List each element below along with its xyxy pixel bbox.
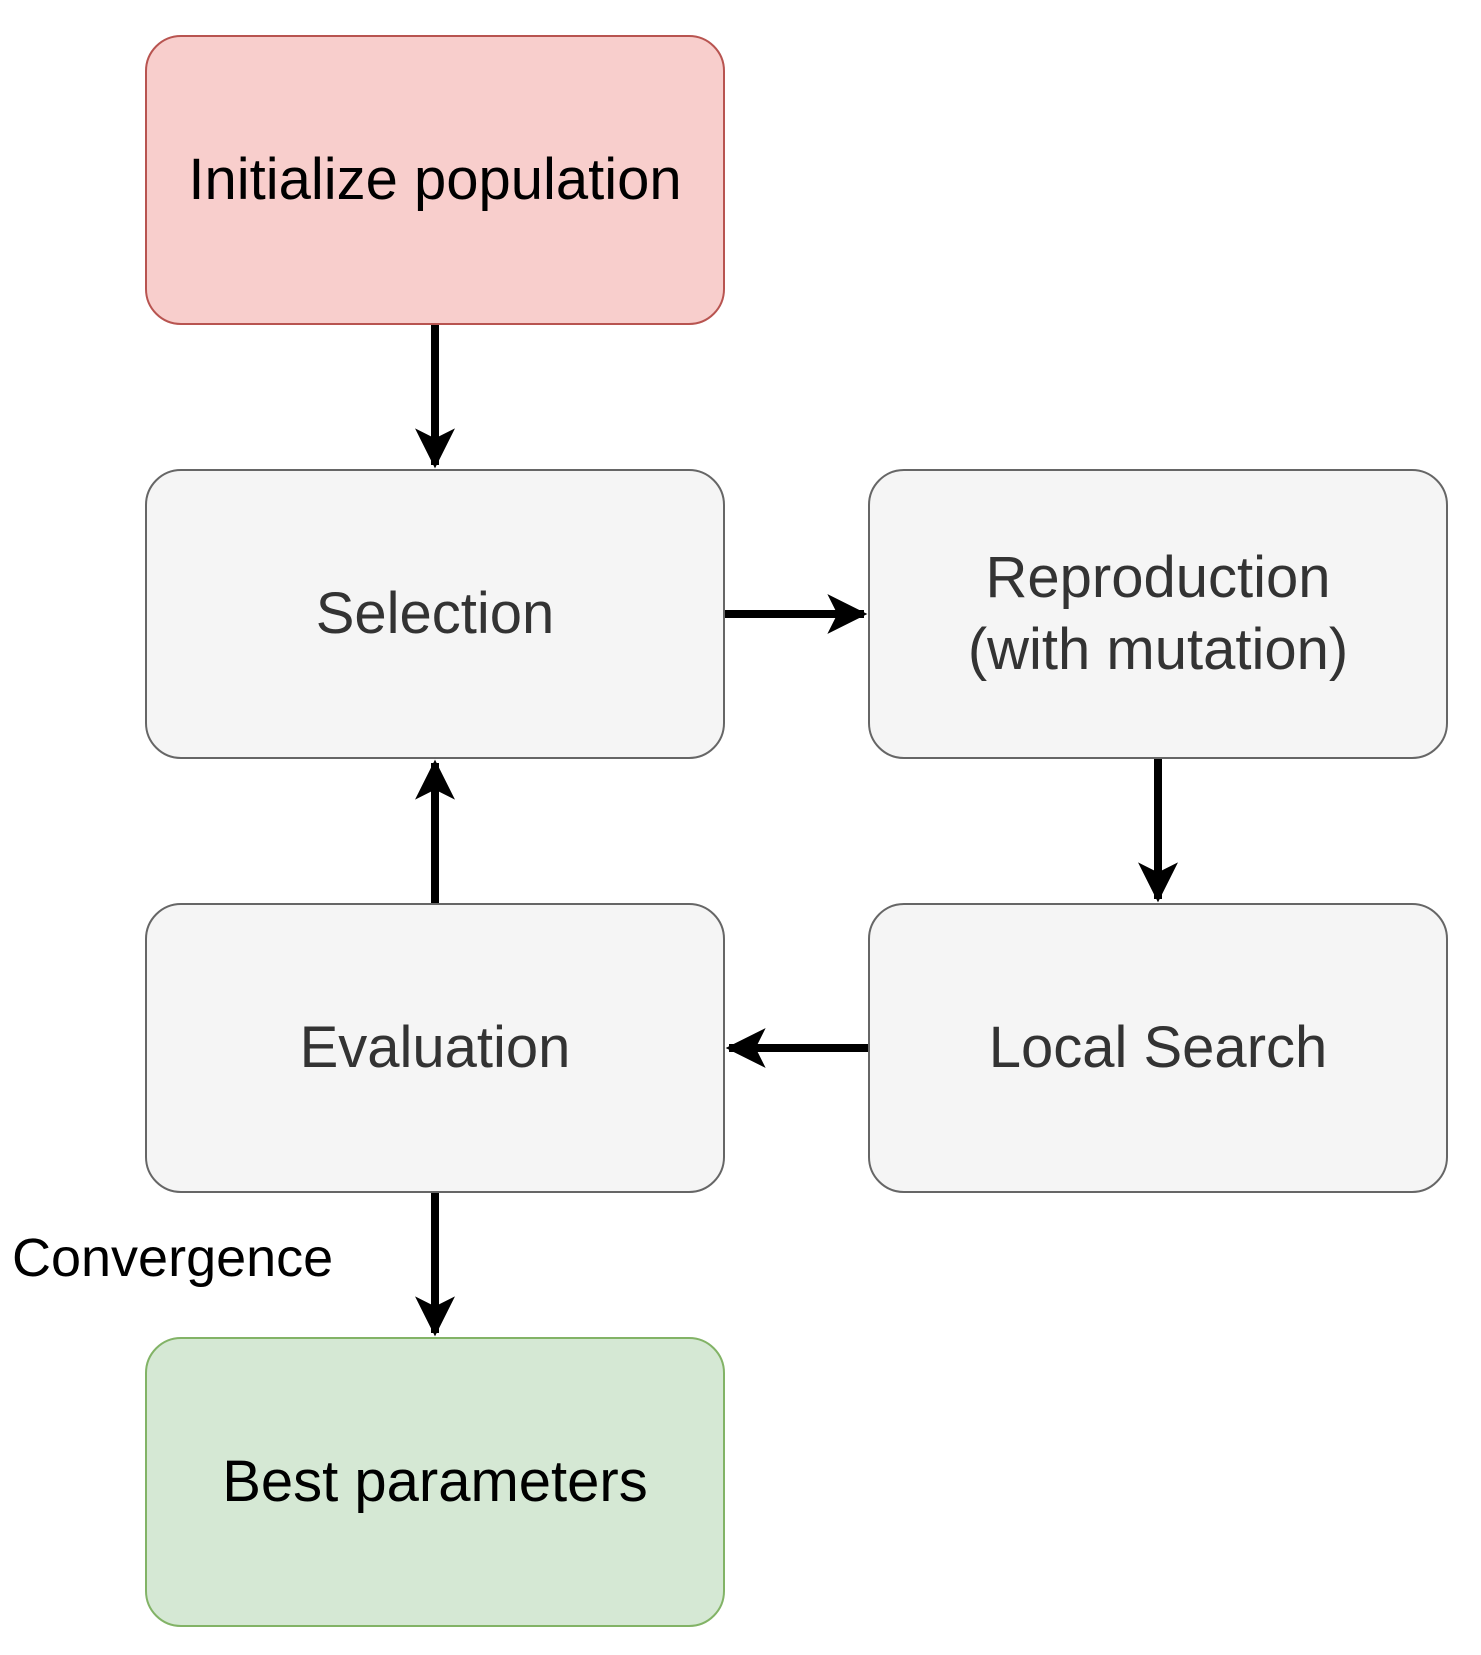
edge-label-convergence: Convergence [12, 1228, 334, 1288]
node-label: Evaluation [299, 1015, 571, 1080]
node-local-search: Local Search [868, 903, 1448, 1193]
node-label: Best parameters [222, 1449, 648, 1514]
node-best-parameters: Best parameters [145, 1337, 725, 1627]
node-label: Initialize population [188, 147, 682, 212]
node-label: Selection [315, 581, 555, 646]
node-label: Reproduction (with mutation) [967, 545, 1349, 682]
node-initialize-population: Initialize population [145, 35, 725, 325]
node-selection: Selection [145, 469, 725, 759]
node-label: Local Search [988, 1015, 1328, 1080]
node-reproduction: Reproduction (with mutation) [868, 469, 1448, 759]
node-evaluation: Evaluation [145, 903, 725, 1193]
